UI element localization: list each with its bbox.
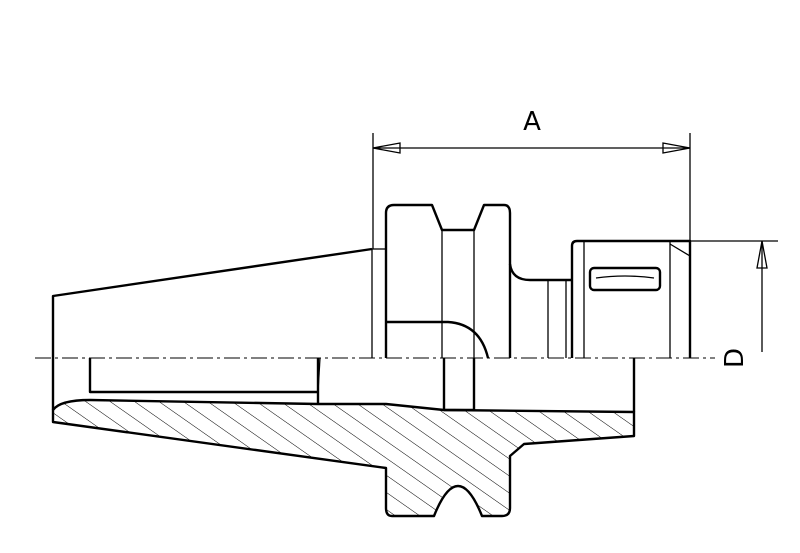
upper-half-view <box>51 203 692 359</box>
dimension-a: A <box>372 107 691 249</box>
drive-slot <box>588 266 662 292</box>
hatched-section <box>51 398 636 518</box>
bore-relief-upper <box>386 320 490 359</box>
pocket-lower <box>442 358 476 412</box>
clamp-body-upper <box>570 239 692 358</box>
neck-upper <box>508 263 572 282</box>
flange-upper <box>384 203 512 358</box>
dimension-d-label: D <box>720 348 750 368</box>
dimension-d: D <box>690 240 778 368</box>
dimension-a-label: A <box>523 107 541 137</box>
taper-outline-upper <box>51 247 373 358</box>
lower-half-section <box>51 357 636 518</box>
